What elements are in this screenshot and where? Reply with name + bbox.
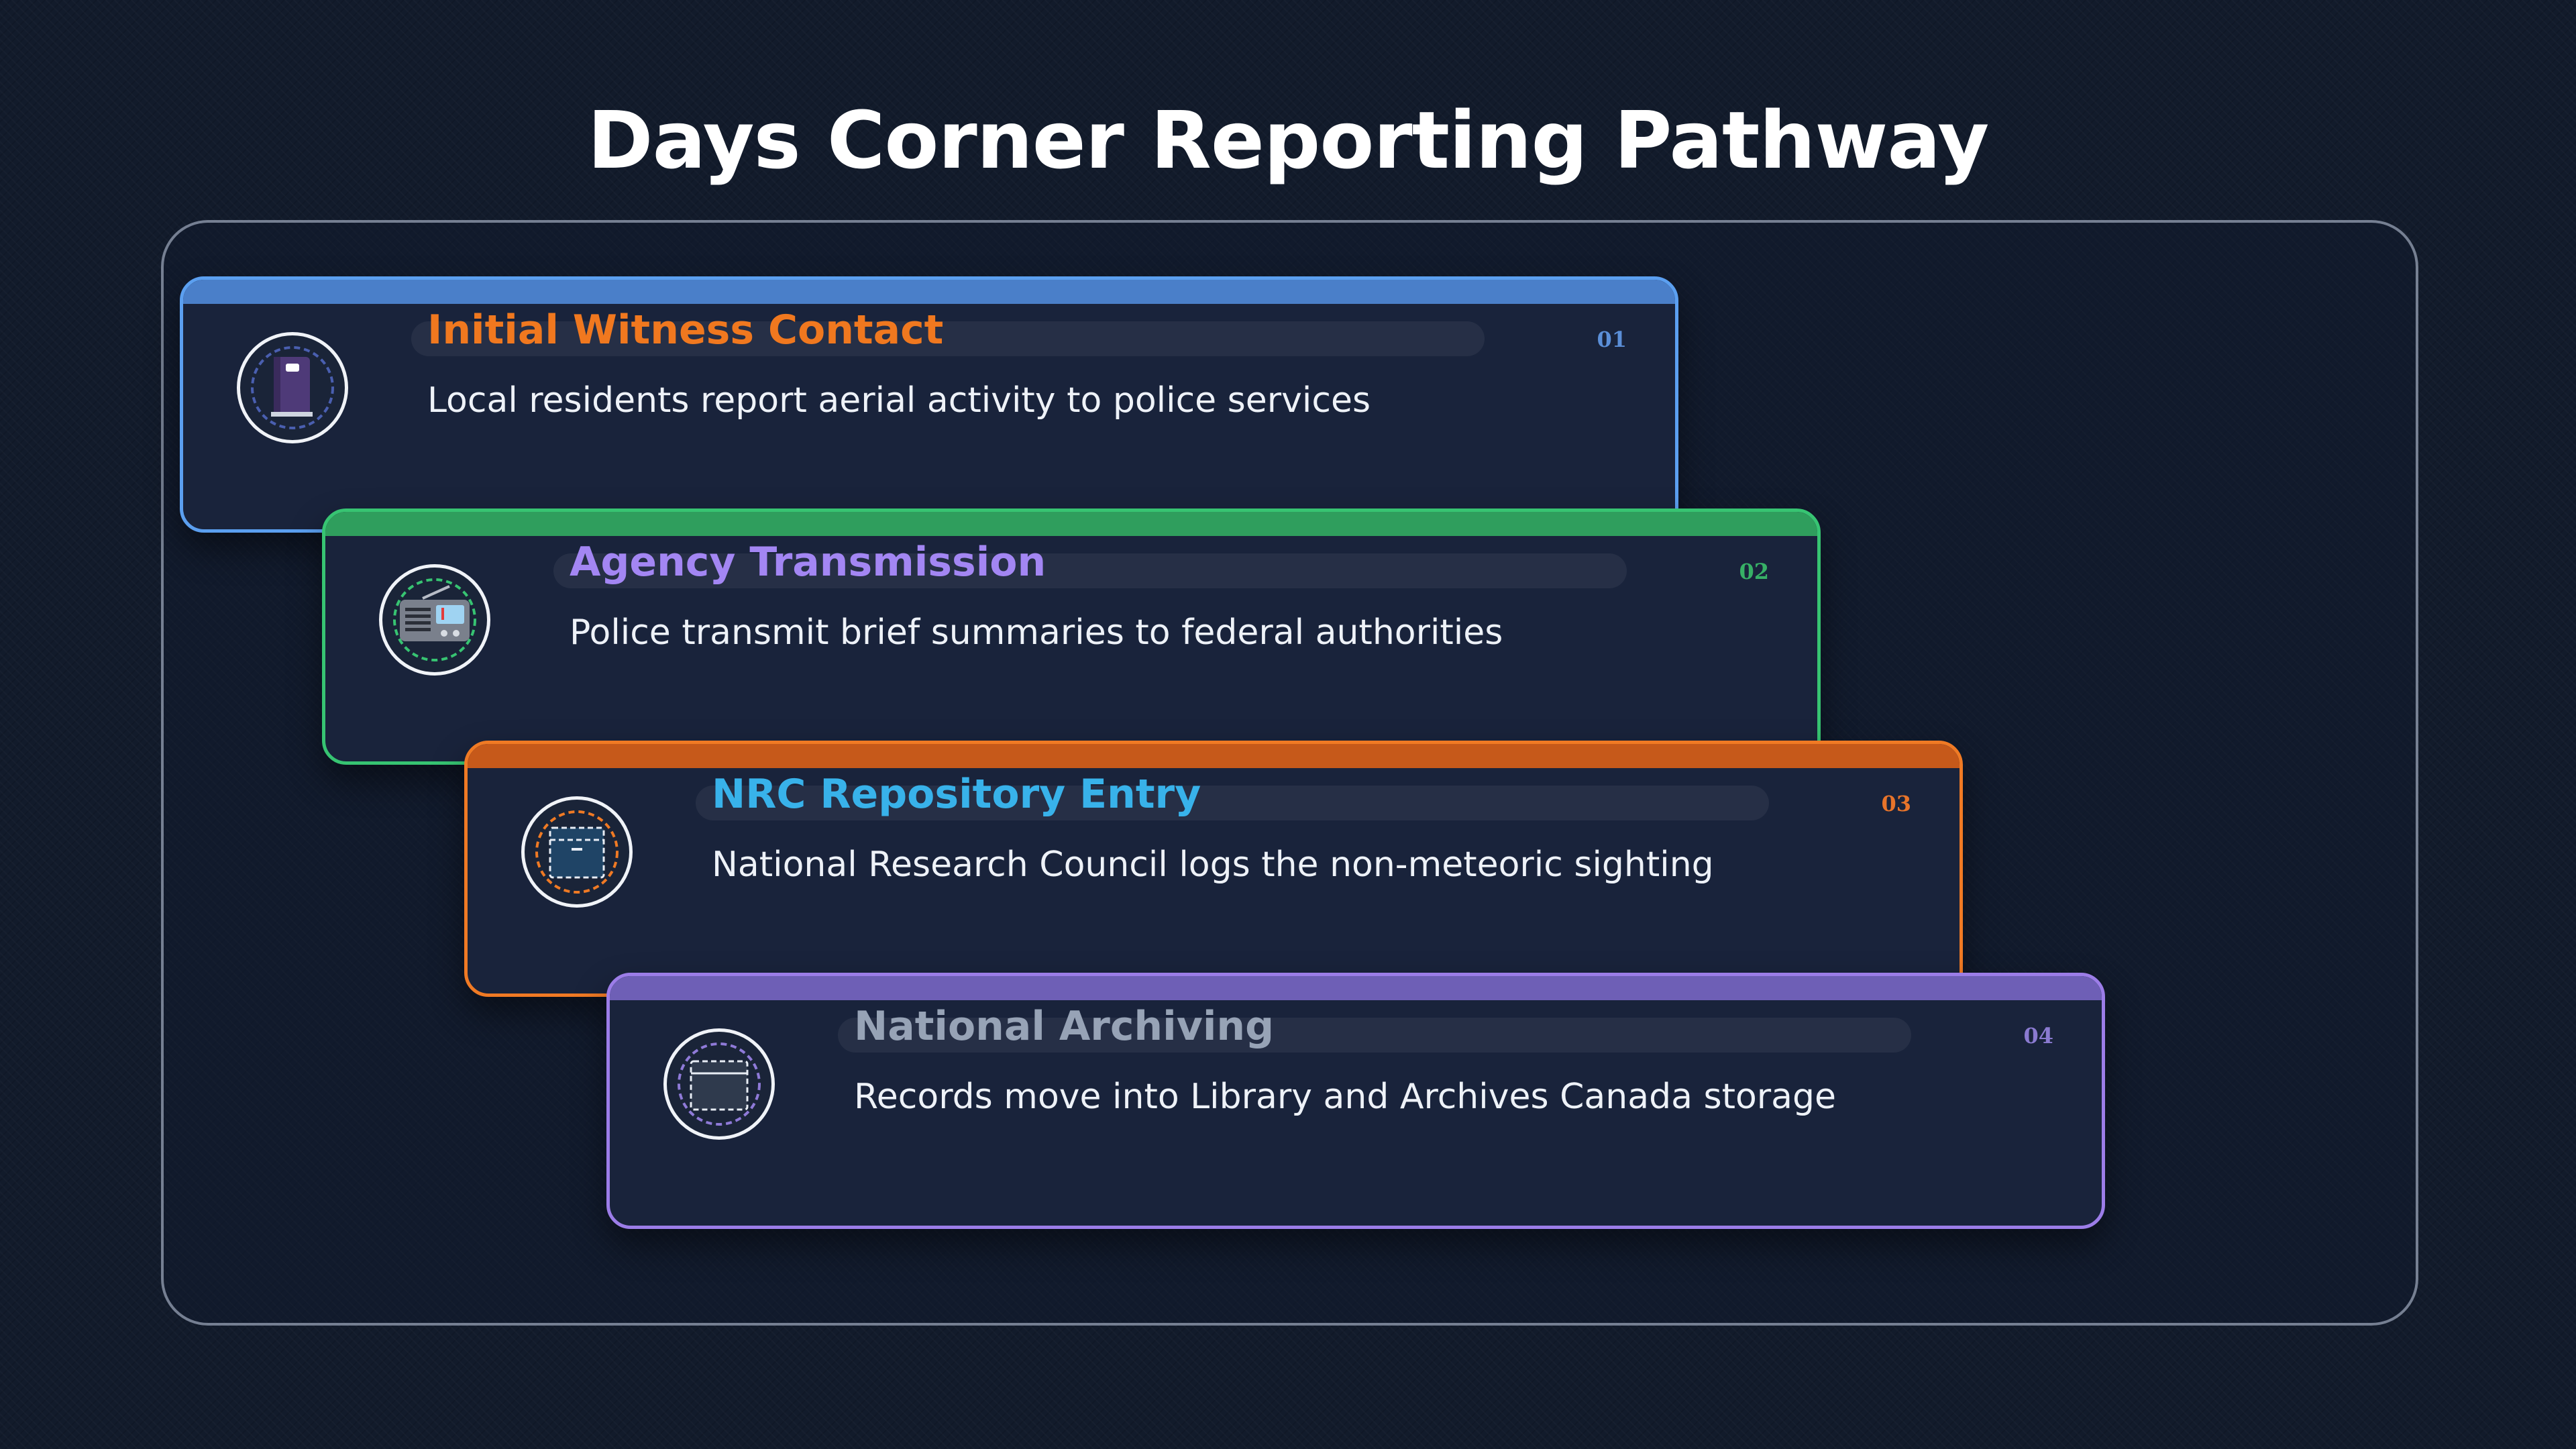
archive-box-icon [678, 1042, 761, 1126]
step-card-2: Agency Transmission Police transmit brie… [322, 508, 1821, 765]
step-card-3: NRC Repository Entry National Research C… [464, 741, 1963, 997]
step-card-2-badge [379, 564, 490, 676]
step-card-3-badge [521, 796, 633, 908]
step-card-1-heading: Initial Witness Contact [427, 307, 944, 354]
step-card-4: National Archiving Records move into Lib… [606, 973, 2105, 1229]
step-card-2-heading-track [553, 553, 1627, 588]
step-card-2-heading: Agency Transmission [570, 539, 1046, 586]
step-card-4-description: Records move into Library and Archives C… [854, 1077, 1837, 1117]
step-card-1-description: Local residents report aerial activity t… [427, 380, 1371, 421]
step-card-1-badge [237, 332, 348, 443]
step-card-4-accent-bar [610, 976, 2102, 1000]
step-card-3-heading-track [696, 786, 1769, 820]
step-card-4-heading: National Archiving [854, 1003, 1275, 1050]
step-card-2-number: 02 [1739, 559, 1769, 584]
step-card-4-badge [663, 1028, 775, 1140]
step-card-1-heading-track [411, 321, 1485, 356]
step-card-1: Initial Witness Contact Local residents … [180, 276, 1678, 533]
radio-icon [393, 578, 476, 661]
filing-box-icon [535, 810, 619, 894]
step-card-1-number: 01 [1597, 327, 1627, 352]
step-card-4-number: 04 [2023, 1023, 2053, 1049]
step-card-3-accent-bar [468, 744, 1960, 768]
step-card-3-heading: NRC Repository Entry [712, 771, 1201, 818]
book-icon [251, 346, 334, 429]
page-title: Days Corner Reporting Pathway [587, 94, 1990, 186]
step-card-4-heading-track [838, 1018, 1911, 1053]
step-card-3-description: National Research Council logs the non-m… [712, 845, 1714, 885]
step-card-3-number: 03 [1881, 791, 1911, 816]
step-card-2-accent-bar [325, 512, 1817, 536]
step-card-1-accent-bar [183, 280, 1675, 304]
step-card-2-description: Police transmit brief summaries to feder… [570, 612, 1503, 653]
